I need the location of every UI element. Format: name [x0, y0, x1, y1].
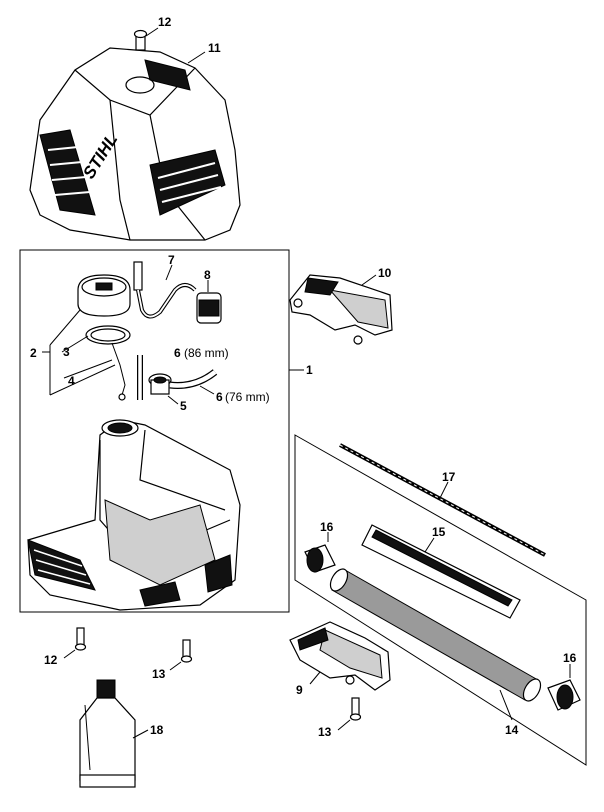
callout-17: 17: [442, 470, 456, 484]
bushing-part-16-left: [304, 544, 336, 573]
shroud-part-11: STIHL: [29, 47, 241, 241]
shroud-vent-right: [149, 149, 226, 216]
callout-12-top: 12: [158, 15, 172, 29]
callout-14: 14: [505, 723, 519, 737]
screw-part-13-middle: [180, 639, 193, 663]
assembly-1-frame: [19, 249, 290, 613]
callout-3: 3: [63, 345, 70, 359]
callout-6-76-note: (76 mm): [225, 390, 270, 404]
screw-part-12-lower: [74, 627, 87, 651]
callout-6-86: 6: [174, 346, 181, 360]
callout-7: 7: [168, 253, 175, 267]
callout-10: 10: [378, 266, 392, 280]
callout-15: 15: [432, 525, 446, 539]
fuel-line-part-7: [133, 261, 197, 319]
callout-16-right: 16: [563, 651, 577, 665]
clamp-part-9: [289, 621, 391, 691]
callout-1: 1: [306, 363, 313, 377]
callout-16-left: 16: [320, 520, 334, 534]
callout-18: 18: [150, 723, 164, 737]
callout-8: 8: [204, 268, 211, 282]
fuel-filter-part-8: [196, 292, 222, 324]
drive-tube-assembly-frame: [294, 434, 587, 766]
shroud-vent-left: [39, 129, 96, 216]
retainer-part-4: [111, 342, 126, 401]
callout-6-86-note: (86 mm): [184, 346, 229, 360]
valve-part-5: [148, 373, 172, 395]
callout-5: 5: [180, 399, 187, 413]
callout-13-middle: 13: [152, 667, 166, 681]
screw-part-13-lower: [349, 697, 362, 721]
screw-part-12-top: 12: [133, 15, 172, 51]
fuel-tank-housing: [27, 419, 241, 611]
callout-2: 2: [30, 346, 37, 360]
callout-6-76: 6: [216, 390, 223, 404]
callout-11: 11: [208, 41, 221, 55]
clamp-part-10: [289, 274, 393, 345]
liner-part-15: [361, 524, 521, 619]
callout-9: 9: [296, 683, 303, 697]
fuel-cap-part-2: [77, 274, 131, 317]
drive-tube-part-14: [329, 568, 542, 702]
callout-13-lower: 13: [318, 725, 332, 739]
bushing-part-16-right: [547, 679, 581, 711]
callout-12-lower: 12: [44, 653, 58, 667]
callout-4: 4: [68, 374, 75, 388]
grease-tube-part-18: [79, 679, 136, 788]
